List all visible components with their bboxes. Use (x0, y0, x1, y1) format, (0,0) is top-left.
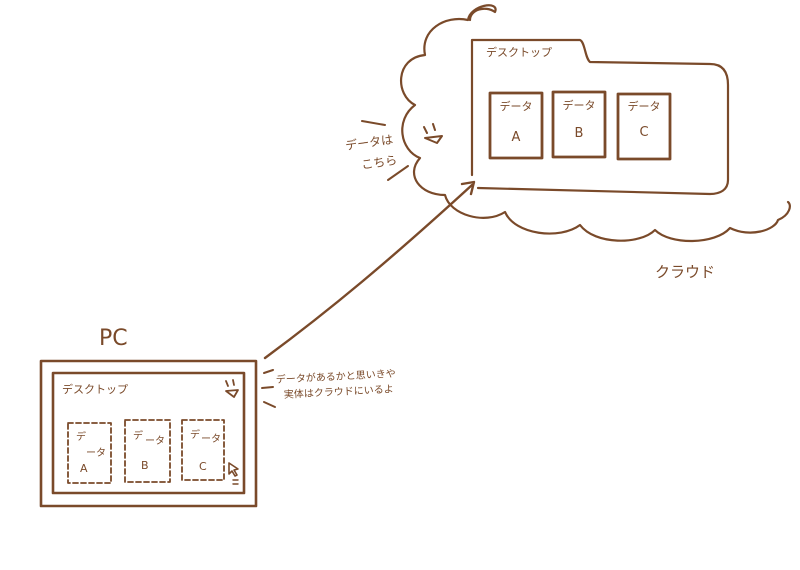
pc-file-b-letter: B (141, 459, 149, 472)
pc-file-b-label-1: デ (133, 429, 143, 442)
pc-file-b-box (124, 419, 171, 483)
pc-smiley-icon (225, 379, 239, 398)
pc-note-stroke-bottom (263, 401, 276, 408)
cloud-caption: クラウド (655, 263, 715, 281)
cloud-desktop-label: デスクトップ (486, 45, 552, 59)
pc-file-b-label-2: ータ (145, 435, 165, 447)
pc-file-a-letter: A (80, 462, 88, 475)
pc-file-a: デ ータ A (67, 422, 112, 484)
cloud-file-a-label: データ (500, 99, 533, 113)
cloud-file-c-label: データ (628, 99, 661, 113)
pc-desktop-label: デスクトップ (62, 382, 128, 396)
cloud-note-line1: データは (344, 131, 394, 153)
pc-file-c-label-1: デ (190, 428, 200, 441)
cloud-file-c: データ C (616, 92, 672, 161)
cloud-file-a-letter: A (512, 130, 521, 145)
cloud-file-b: データ B (551, 90, 607, 159)
pc-file-b: デ ータ B (124, 419, 171, 483)
cloud-outline (400, 4, 791, 243)
cloud-file-b-letter: B (575, 126, 584, 141)
cloud-file-c-letter: C (639, 125, 648, 140)
pc-note-stroke-top (263, 369, 274, 374)
pc-file-c-box (181, 419, 225, 481)
cloud-note-stroke-top (361, 120, 386, 126)
pc-desktop-screen (51, 371, 246, 495)
cloud-file-b-box (551, 90, 607, 159)
pc-file-a-label-1: デ (76, 430, 86, 443)
pc-note-line1: データがあるかと思いきや (275, 367, 396, 386)
pc-file-c-label-2: ータ (201, 433, 221, 445)
pc-file-a-box (67, 422, 112, 484)
smiley-icon (423, 123, 443, 144)
sync-arrow-line (263, 183, 474, 360)
cloud-file-a: データ A (488, 91, 544, 160)
cloud-note-line2: こちら (360, 153, 398, 172)
pc-note-stroke-mid (261, 386, 274, 389)
pc-file-c: デ ータ C (181, 419, 225, 481)
cursor-icon (228, 462, 239, 485)
pc-title: PC (99, 326, 128, 351)
pc-note-line2: 実体はクラウドにいるよ (283, 382, 394, 401)
cloud-file-b-label: データ (563, 98, 596, 112)
sync-arrow-head-icon (460, 180, 476, 196)
cloud-note-stroke-bottom (387, 165, 409, 181)
cloud-desktop-panel (470, 38, 730, 196)
cloud-file-c-box (616, 92, 672, 161)
pc-outer-frame (39, 359, 258, 508)
pc-file-a-label-2: ータ (86, 447, 106, 459)
cloud-file-a-box (488, 91, 544, 160)
pc-file-c-letter: C (199, 460, 207, 473)
